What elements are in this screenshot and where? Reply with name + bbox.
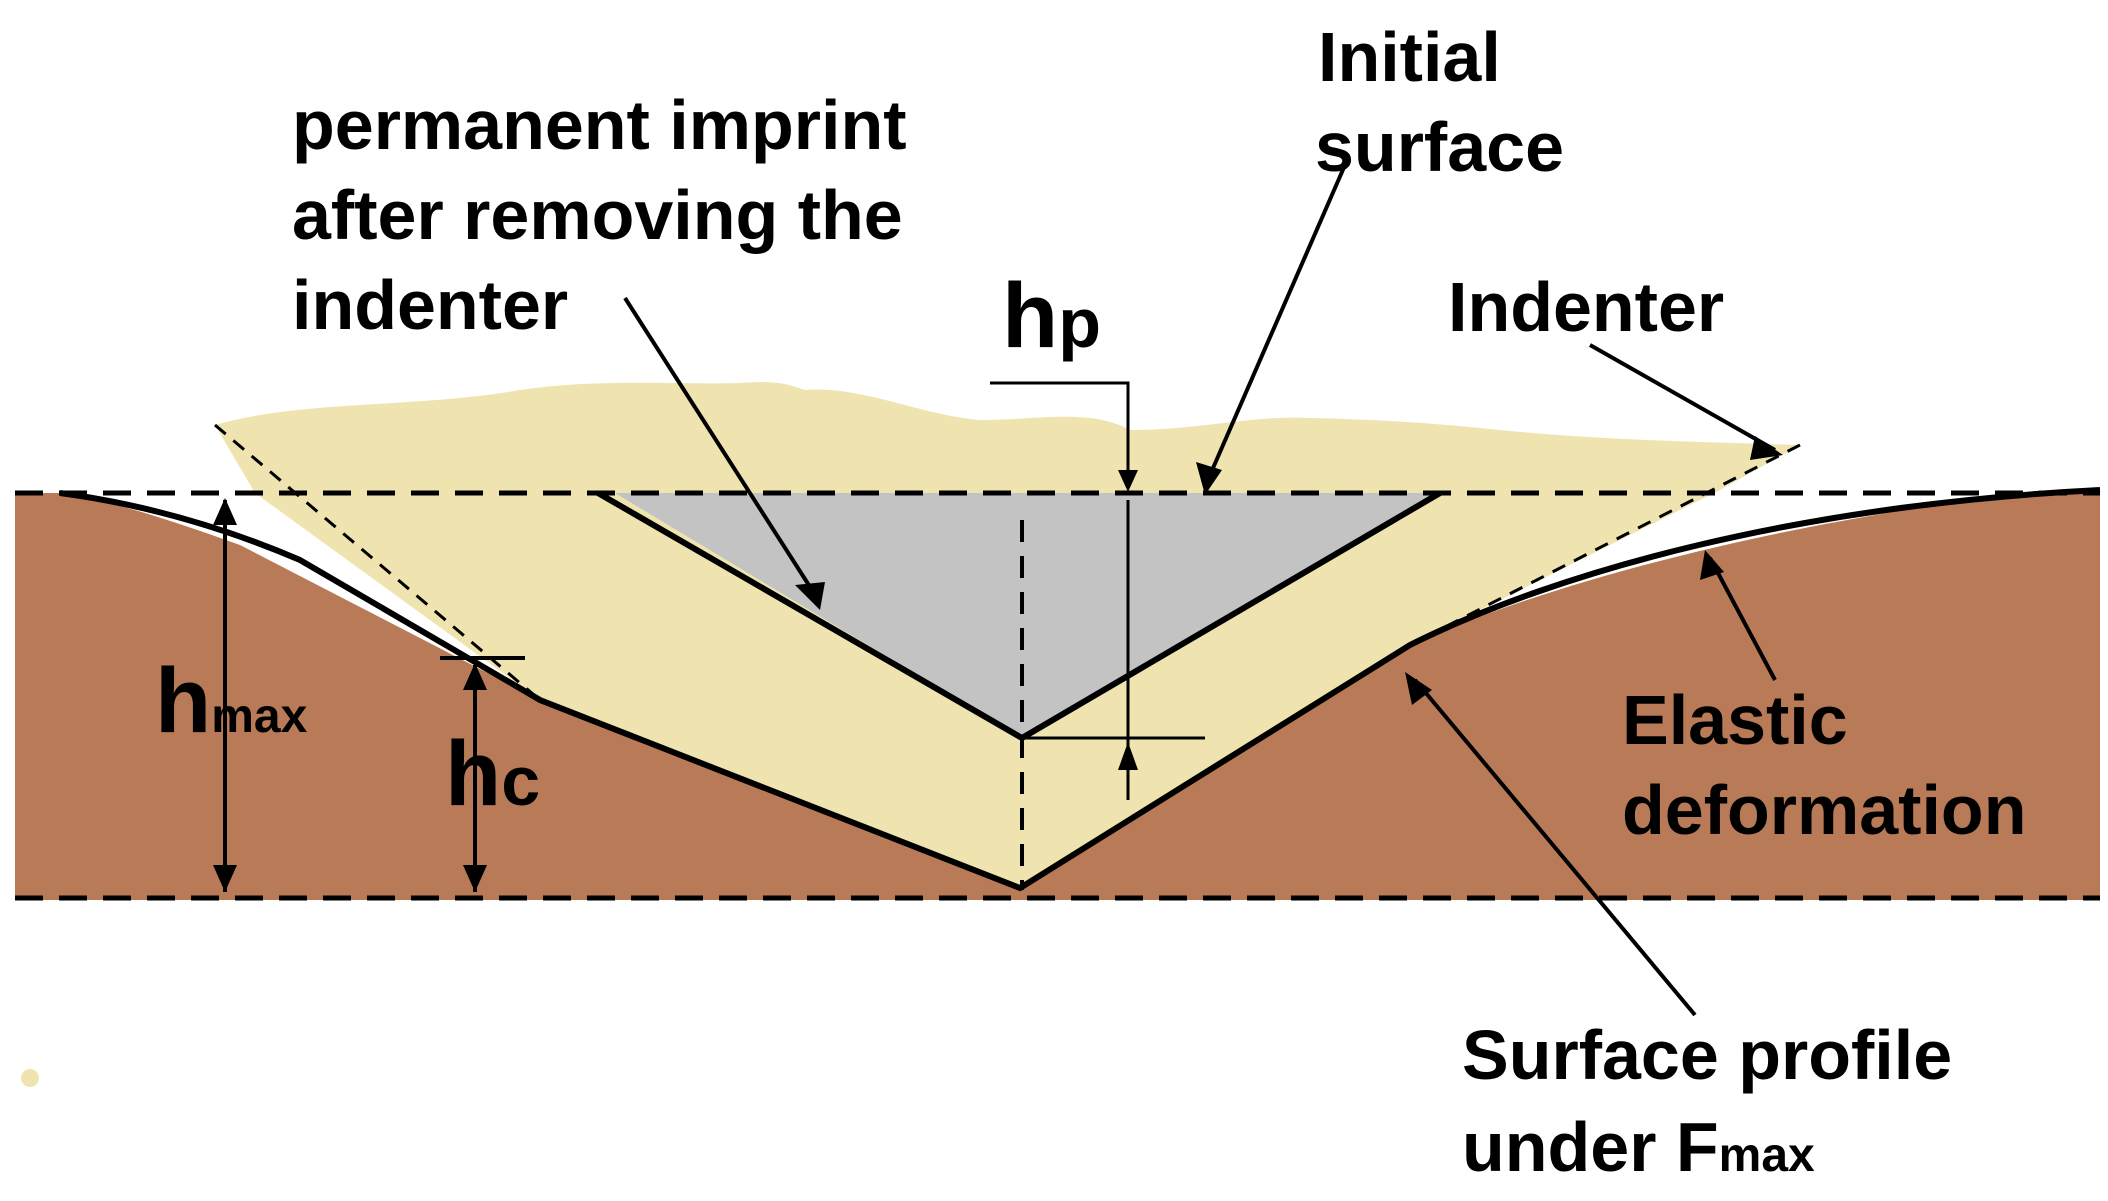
indenter-pointer-head — [1750, 436, 1783, 460]
hc-sub: c — [501, 742, 541, 820]
indenter-label: Indenter — [1448, 268, 1725, 346]
hmax-arrow-up — [213, 498, 237, 525]
imprint-pointer — [623, 296, 814, 592]
hc-main: h — [445, 723, 502, 825]
hc-arrow-down — [463, 865, 487, 892]
profile-label-prefix: under F — [1462, 1108, 1719, 1186]
profile-pointer — [1413, 678, 1697, 1017]
elastic-pointer-head — [1700, 550, 1724, 580]
imprint-region — [615, 493, 1440, 738]
hp-sub: p — [1058, 284, 1101, 362]
initial-pointer-head — [1196, 462, 1222, 495]
initial-label-line2: surface — [1315, 108, 1565, 186]
hp-leader — [990, 381, 1130, 480]
initial-label-line1: Initial — [1318, 18, 1501, 96]
loaded-surface-profile — [59, 487, 2101, 892]
indenter-pointer — [1589, 343, 1776, 452]
profile-label-line1: Surface profile — [1462, 1016, 1953, 1094]
imprint-label-line1: permanent imprint — [292, 86, 907, 164]
initial-pointer — [1208, 164, 1347, 476]
profile-label-line2: under Fmax — [1462, 1112, 1815, 1182]
hc-symbol: hc — [445, 728, 540, 820]
profile-label-sub: max — [1718, 1129, 1815, 1182]
hp-arrow-up — [1118, 742, 1138, 770]
indenter-right-dashed — [1409, 443, 1801, 647]
hp-arrow-down — [1118, 470, 1138, 492]
elastic-pointer — [1708, 557, 1777, 681]
elastic-label-line2: deformation — [1622, 771, 2027, 849]
hmax-main: h — [155, 650, 212, 752]
stray-dot — [21, 1069, 39, 1087]
material-body — [15, 488, 2100, 900]
hmax-sub: max — [211, 690, 308, 743]
imprint-label-line2: after removing the — [292, 176, 903, 254]
imprint-pointer-head — [795, 582, 825, 610]
elastic-label-line1: Elastic — [1622, 681, 1848, 759]
hmax-arrow-down — [213, 865, 237, 892]
hmax-symbol: hmax — [155, 655, 307, 747]
hp-main: h — [1002, 265, 1059, 367]
imprint-label-line3: indenter — [292, 266, 569, 344]
hp-symbol: hp — [1002, 270, 1101, 362]
hc-arrow-up — [463, 663, 487, 690]
profile-pointer-head — [1405, 672, 1432, 705]
